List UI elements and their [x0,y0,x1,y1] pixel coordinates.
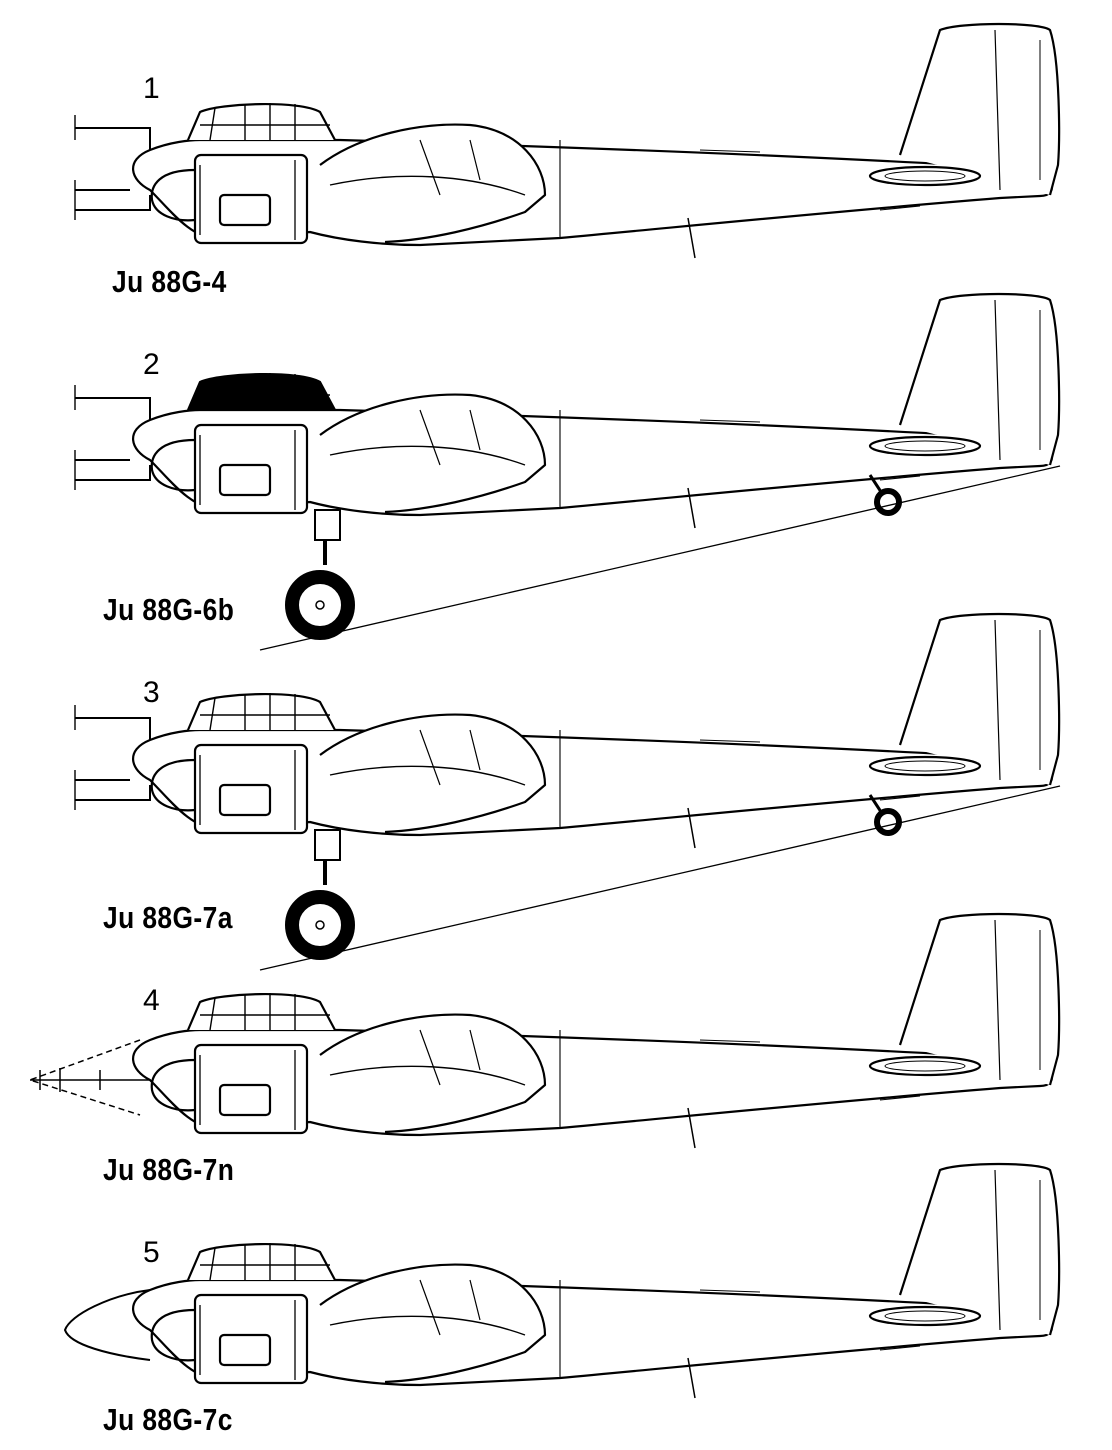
variant-label: Ju 88G-4 [112,264,227,299]
variant-row-4: 4 Ju 88G-7n [0,890,1112,1200]
dark-canopy [188,374,335,410]
variant-number: 5 [143,1236,160,1269]
variant-number: 2 [143,348,160,381]
variant-row-5: 5 Ju 88G-7c [0,1140,1112,1450]
variant-row-1: 1 Ju 88G-4 [0,0,1112,310]
aircraft-drawing-ju88g6b [74,292,1112,670]
variant-label: Ju 88G-7n [103,1152,235,1187]
variant-label: Ju 88G-6b [103,592,235,627]
variant-row-3: 3 Ju 88G-7a [0,590,1112,900]
variant-number: 3 [143,676,160,709]
variant-row-2: 2 Ju 88G-6b [0,270,1112,580]
variant-label: Ju 88G-7a [103,900,233,935]
variant-label: Ju 88G-7c [103,1402,233,1437]
variant-number: 1 [143,72,160,105]
variant-number: 4 [143,984,160,1017]
